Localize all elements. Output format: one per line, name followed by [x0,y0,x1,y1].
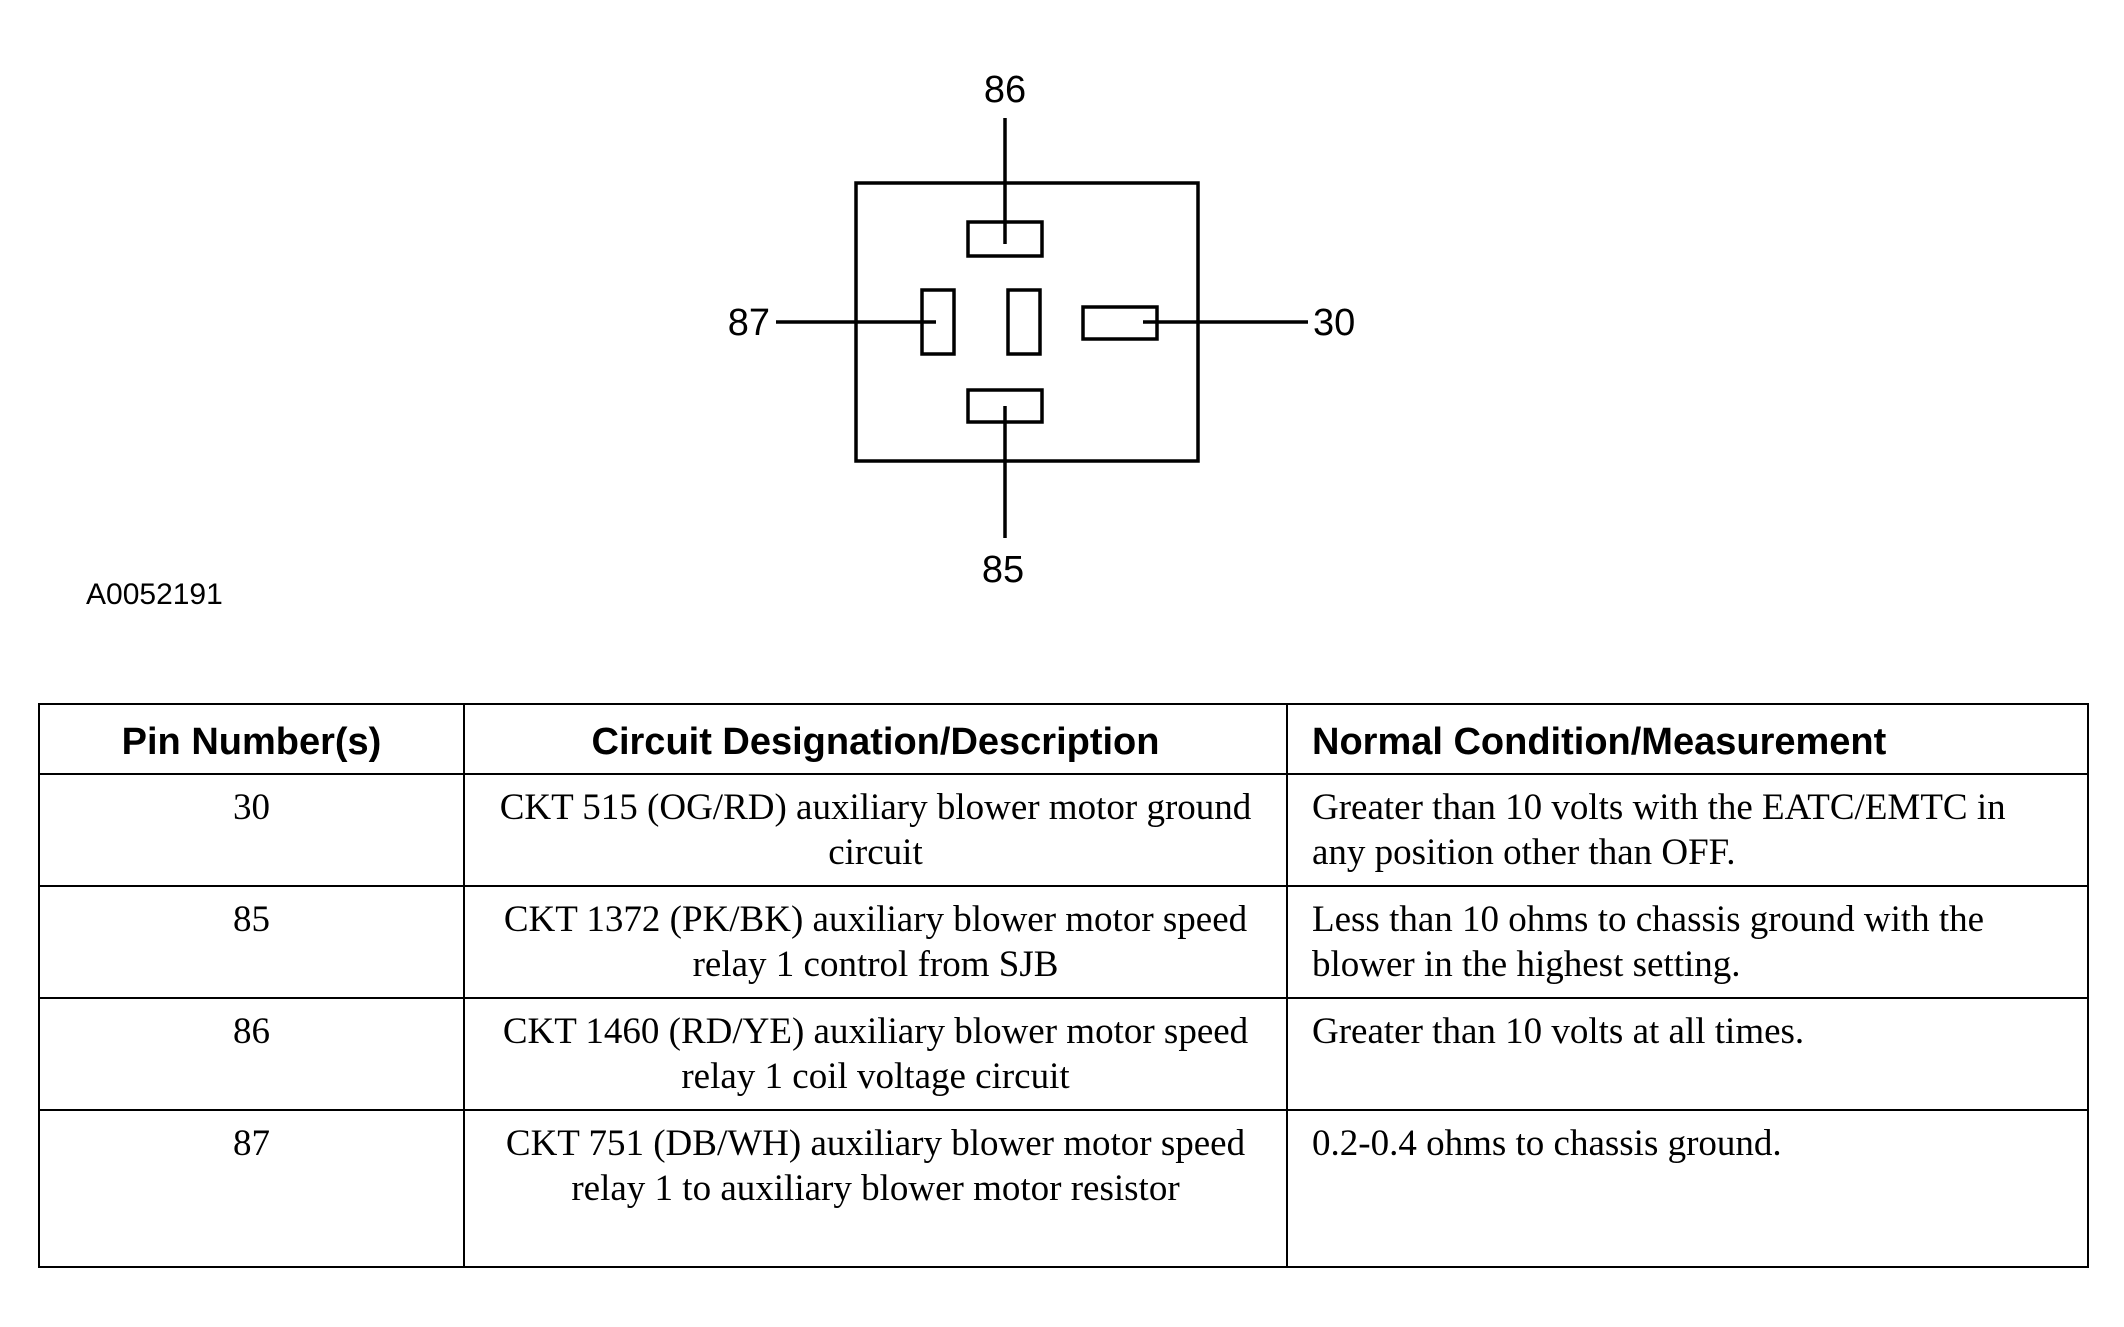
normal-condition-cell: Less than 10 ohms to chassis ground with… [1286,885,2089,999]
pin-table: Pin Number(s) Circuit Designation/Descri… [38,703,2089,1268]
pin-label-30: 30 [1313,302,1355,344]
normal-condition-cell: Greater than 10 volts with the EATC/EMTC… [1286,773,2089,887]
pin-label-87: 87 [728,302,770,344]
pin-number-cell: 30 [38,773,465,887]
circuit-description-cell: CKT 751 (DB/WH) auxiliary blower motor s… [463,1109,1288,1268]
table-row: 86 CKT 1460 (RD/YE) auxiliary blower mot… [38,997,2089,1111]
header-pin-numbers: Pin Number(s) [38,703,465,775]
header-normal-condition: Normal Condition/Measurement [1286,703,2089,775]
figure-id: A0052191 [86,578,223,611]
relay-connector-diagram: 86 87 30 85 [728,69,1356,591]
pin-number-cell: 85 [38,885,465,999]
circuit-description-cell: CKT 1372 (PK/BK) auxiliary blower motor … [463,885,1288,999]
pin-number-cell: 86 [38,997,465,1111]
table-row: 87 CKT 751 (DB/WH) auxiliary blower moto… [38,1109,2089,1268]
table-row: 85 CKT 1372 (PK/BK) auxiliary blower mot… [38,885,2089,999]
normal-condition-cell: Greater than 10 volts at all times. [1286,997,2089,1111]
terminal-center [1006,288,1042,356]
pin-label-85: 85 [982,549,1024,591]
header-circuit-description: Circuit Designation/Description [463,703,1288,775]
normal-condition-cell: 0.2-0.4 ohms to chassis ground. [1286,1109,2089,1268]
pin-label-86: 86 [984,69,1026,111]
table-row: 30 CKT 515 (OG/RD) auxiliary blower moto… [38,773,2089,887]
circuit-description-cell: CKT 1460 (RD/YE) auxiliary blower motor … [463,997,1288,1111]
table-header-row: Pin Number(s) Circuit Designation/Descri… [38,703,2089,775]
pin-number-cell: 87 [38,1109,465,1268]
circuit-description-cell: CKT 515 (OG/RD) auxiliary blower motor g… [463,773,1288,887]
